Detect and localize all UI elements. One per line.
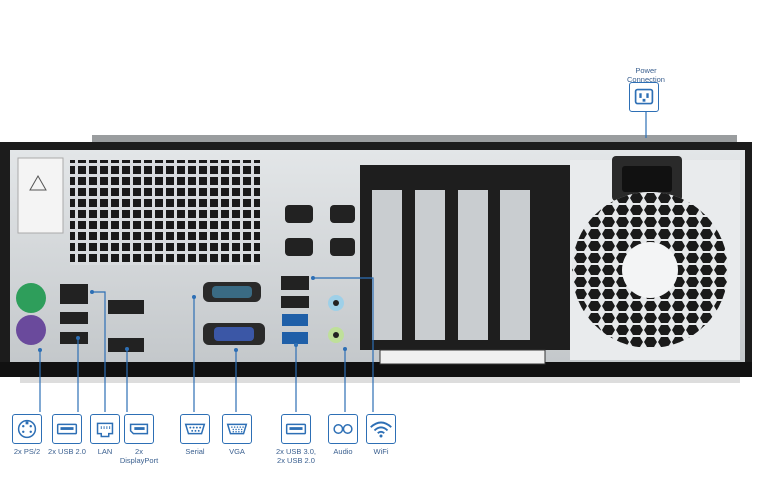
- audio-label: Audio: [333, 447, 353, 456]
- serial-port-icon: [180, 414, 210, 444]
- ps2-port-icon: [12, 414, 42, 444]
- lan-port-icon: [90, 414, 120, 444]
- usb3-label: 2x USB 3.0, 2x USB 2.0: [268, 447, 324, 465]
- displayport-label: 2x DisplayPort: [113, 447, 165, 465]
- power-label-line1: Power: [635, 66, 657, 75]
- wifi-label: WiFi: [373, 447, 389, 456]
- audio-jack-icon: [328, 414, 358, 444]
- usb-2-port-icon: [52, 414, 82, 444]
- displayport-label-line1: 2x: [135, 447, 143, 456]
- displayport-label-line2: DisplayPort: [119, 456, 159, 465]
- vga-label: VGA: [229, 447, 245, 456]
- usb3-label-line2: 2x USB 2.0: [277, 456, 315, 465]
- power-label-line2: Connection: [627, 75, 665, 84]
- lan-label: LAN: [97, 447, 113, 456]
- usb-3-port-icon: [281, 414, 311, 444]
- usb2-label: 2x USB 2.0: [48, 447, 86, 456]
- power-connection-label: Power Connection: [616, 66, 676, 84]
- displayport-icon: [124, 414, 154, 444]
- vga-port-icon: [222, 414, 252, 444]
- power-plug-icon: [629, 82, 659, 112]
- serial-label: Serial: [185, 447, 205, 456]
- usb3-label-line1: 2x USB 3.0,: [275, 447, 317, 456]
- ps2-label: 2x PS/2: [13, 447, 41, 456]
- wifi-icon: [366, 414, 396, 444]
